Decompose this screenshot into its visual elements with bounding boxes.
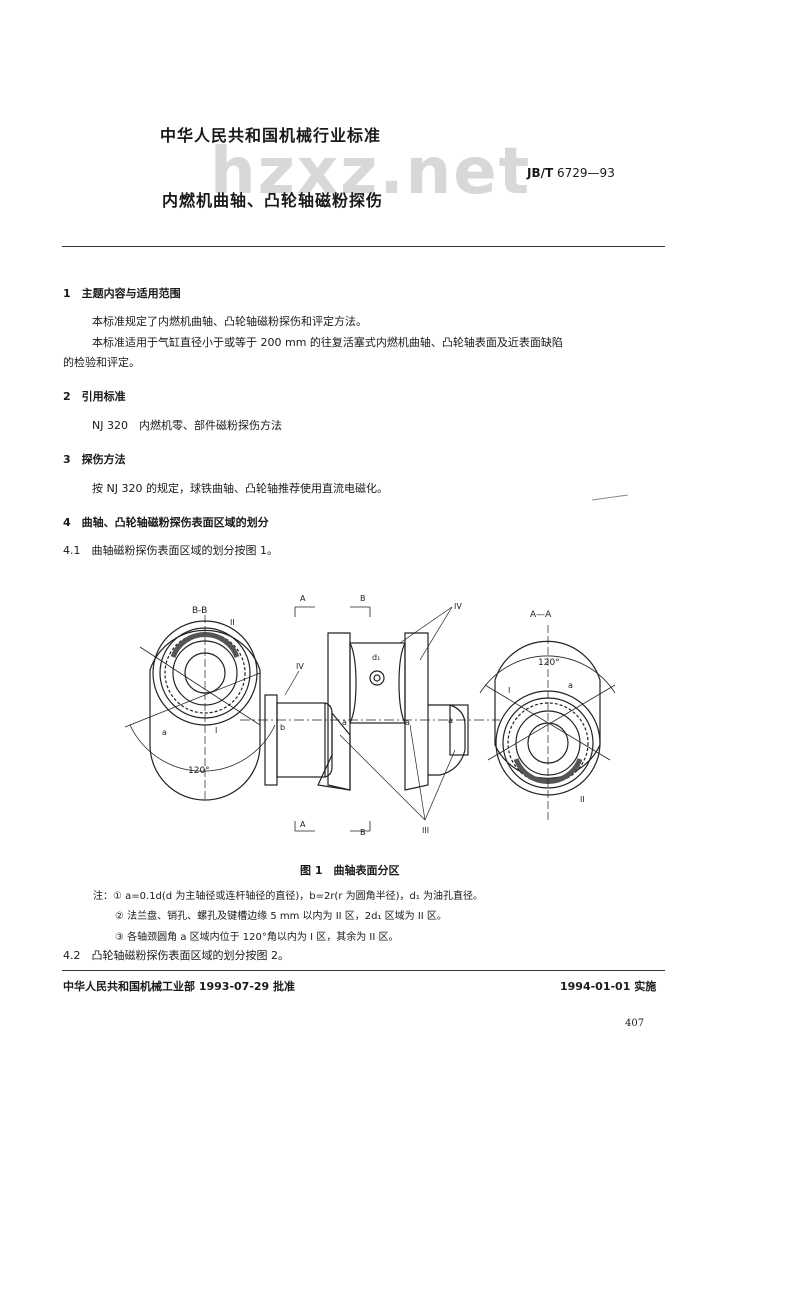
standard-org-title: 中华人民共和国机械行业标准 (160, 126, 382, 145)
section-4-2-paragraph: 4.2 凸轮轴磁粉探伤表面区域的划分按图 2。 (63, 949, 289, 962)
section-1-heading: 1 主题内容与适用范围 (63, 287, 181, 300)
label-b-top: B (360, 594, 366, 603)
implementation-text: 1994-01-01 实施 (560, 980, 657, 993)
section-3-paragraph: 按 NJ 320 的规定，球铁曲轴、凸轮轴推荐使用直流电磁化。 (92, 482, 388, 495)
label-zone-iv-top: IV (454, 602, 462, 611)
section-4-1-paragraph: 4.1 曲轴磁粉探伤表面区域的划分按图 1。 (63, 544, 278, 557)
label-a-right: a (448, 716, 453, 725)
section-view-bb: B-B II I 120° a (124, 606, 276, 801)
label-aa: A—A (530, 610, 552, 620)
section-1-paragraph-2a: 本标准适用于气缸直径小于或等于 200 mm 的往复活塞式内燃机曲轴、凸轮轴表面… (92, 336, 563, 349)
label-b-bottom: B (360, 828, 366, 837)
note-1: 注：① a=0.1d(d 为主轴径或连杆轴径的直径)，b=2r(r 为圆角半径)… (93, 891, 484, 902)
approval-text: 中华人民共和国机械工业部 1993-07-29 批准 (63, 980, 296, 993)
label-zone-iv-left: IV (296, 662, 304, 671)
section-view-aa: A—A 120° I II a (479, 610, 616, 820)
page-number: 407 (625, 1018, 645, 1029)
label-a-center-2: a (405, 718, 410, 727)
section-4-heading: 4 曲轴、凸轮轴磁粉探伤表面区域的划分 (63, 516, 269, 529)
figure-caption: 图 1 曲轴表面分区 (300, 864, 400, 877)
label-b: b (280, 723, 285, 732)
label-zone-ii-right: II (580, 795, 585, 804)
standard-code: 6729—93 (557, 166, 615, 180)
section-3-heading: 3 探伤方法 (63, 453, 126, 466)
note-2: ② 法兰盘、销孔、螺孔及键槽边缘 5 mm 以内为 II 区，2d₁ 区域为 I… (115, 911, 447, 922)
scan-mark (592, 494, 628, 501)
label-zone-i-right: I (508, 686, 510, 695)
label-a-right-view: a (568, 681, 573, 690)
label-a-top: A (300, 594, 306, 603)
standard-prefix: JB/T (527, 166, 554, 180)
watermark: hzxz.net (210, 135, 532, 209)
footer-rule (62, 970, 665, 971)
note-3: ③ 各轴颈圆角 a 区域内位于 120°角以内为 I 区，其余为 II 区。 (115, 932, 399, 943)
document-title: 内燃机曲轴、凸轮轴磁粉探伤 (162, 191, 384, 210)
crankshaft-figure: B-B II I 120° a d₁ a a a b IV IV (124, 594, 616, 837)
label-bb: B-B (192, 606, 207, 616)
standard-number: JB/T 6729—93 (527, 166, 615, 180)
label-zone-iii: III (422, 826, 429, 835)
label-d1: d₁ (372, 653, 380, 662)
section-2-heading: 2 引用标准 (63, 390, 126, 403)
crankshaft-side-view: d₁ a a a b IV IV A B A B III (240, 594, 500, 837)
section-1-paragraph-2b: 的检验和评定。 (63, 356, 140, 369)
header-rule (62, 246, 665, 247)
label-a-bottom: A (300, 820, 306, 829)
section-1-paragraph-1: 本标准规定了内燃机曲轴、凸轮轴磁粉探伤和评定方法。 (92, 315, 367, 328)
label-a-left: a (162, 728, 167, 737)
label-a-center: a (342, 718, 347, 727)
label-angle-right: 120° (538, 658, 560, 668)
label-zone-ii-left: II (230, 618, 235, 627)
label-zone-i-left: I (215, 726, 217, 735)
section-2-paragraph: NJ 320 内燃机零、部件磁粉探伤方法 (92, 419, 282, 432)
label-angle-left: 120° (188, 766, 210, 776)
